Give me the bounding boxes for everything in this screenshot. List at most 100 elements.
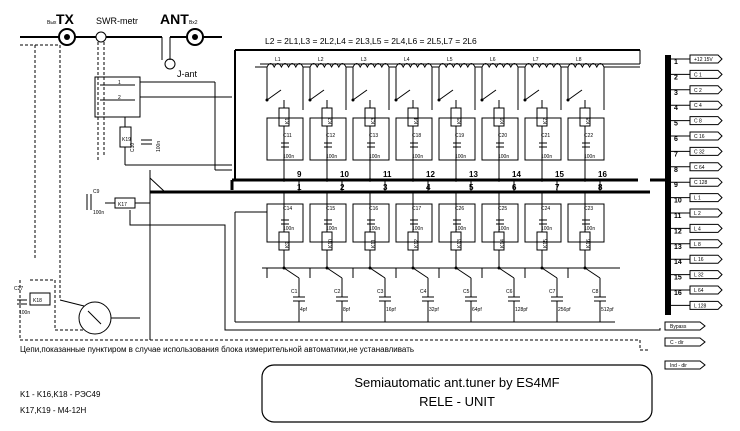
- legend-line-1: K1 - K16,K18 - РЭС49: [20, 390, 101, 399]
- connector-bar: [665, 55, 671, 315]
- inductor-label: L5: [447, 57, 453, 63]
- c10-cap: C10 100n: [130, 139, 162, 152]
- svg-text:C 4: C 4: [694, 103, 702, 109]
- lower-relay-K10: K10: [309, 231, 343, 279]
- svg-text:100n: 100n: [19, 310, 30, 316]
- svg-text:3: 3: [674, 90, 678, 97]
- svg-text:1: 1: [118, 80, 121, 86]
- capacitor-bank: C14pfC28pfC316pfC432pfC564pfC6128pfC7256…: [291, 278, 614, 322]
- svg-text:C24: C24: [541, 206, 550, 212]
- upper-number: 13: [469, 170, 478, 179]
- svg-text:100n: 100n: [326, 154, 337, 160]
- svg-text:100n: 100n: [541, 154, 552, 160]
- svg-text:9: 9: [674, 182, 678, 189]
- svg-text:C15: C15: [326, 206, 335, 212]
- upper-relay-K1: K1: [265, 89, 291, 127]
- svg-text:C4: C4: [420, 289, 427, 295]
- upper-number: 15: [555, 170, 564, 179]
- connector-pin-14: 14 L 16: [671, 254, 723, 266]
- inductor-L4: L4: [395, 57, 433, 100]
- svg-text:L 32: L 32: [694, 273, 704, 279]
- svg-text:C17: C17: [412, 206, 421, 212]
- svg-text:K6: K6: [500, 118, 506, 124]
- connector-pin-last: L 128: [671, 300, 723, 310]
- svg-text:K15: K15: [543, 239, 549, 248]
- svg-text:5: 5: [674, 121, 678, 128]
- svg-text:C3: C3: [377, 289, 384, 295]
- lower-relay-bank: C14100nK9C15100nK10C16100nK11C17100nK12C…: [235, 192, 620, 279]
- svg-text:K14: K14: [500, 239, 506, 248]
- svg-text:7: 7: [674, 151, 678, 158]
- upper-number: 11: [383, 170, 392, 179]
- c9-cap: C9 100n: [86, 189, 104, 216]
- k19-relay-block: 1 2: [94, 76, 141, 118]
- ant-tag: Вх2: [189, 20, 198, 26]
- lower-relay-K9: K9: [266, 231, 300, 279]
- svg-text:L 8: L 8: [694, 242, 701, 248]
- svg-text:100n: 100n: [412, 226, 423, 232]
- svg-text:C6: C6: [506, 289, 513, 295]
- lower-number: 8: [598, 183, 603, 192]
- svg-text:K10: K10: [328, 239, 334, 248]
- svg-text:+12 15V: +12 15V: [694, 57, 713, 63]
- title-line-1: Semiautomatic ant.tuner by ES4MF: [354, 375, 559, 390]
- inductor-L6: L6: [481, 57, 519, 100]
- svg-text:K17: K17: [118, 202, 127, 208]
- svg-text:L 16: L 16: [694, 257, 704, 263]
- svg-text:C 1: C 1: [694, 72, 702, 78]
- upper-number: 10: [340, 170, 349, 179]
- connector-pin-3: 3 C 2: [671, 85, 723, 97]
- svg-text:C19: C19: [455, 133, 464, 139]
- svg-text:K16: K16: [586, 239, 592, 248]
- svg-text:K9: K9: [285, 242, 291, 248]
- upper-relay-K3: K3: [351, 89, 377, 127]
- signal-tag-1: C - dir: [664, 337, 706, 347]
- upper-number: 12: [426, 170, 435, 179]
- svg-text:Bypass: Bypass: [670, 324, 687, 330]
- svg-text:C23: C23: [584, 206, 593, 212]
- svg-text:C 16: C 16: [694, 134, 705, 140]
- svg-text:C13: C13: [369, 133, 378, 139]
- svg-text:8: 8: [674, 167, 678, 174]
- svg-text:L 2: L 2: [694, 211, 701, 217]
- svg-text:12: 12: [674, 228, 682, 235]
- inductor-label: L3: [361, 57, 367, 63]
- ant-jack: ANT Вх2: [160, 11, 204, 46]
- svg-text:C14: C14: [283, 206, 292, 212]
- svg-text:K8: K8: [586, 118, 592, 124]
- inductor-L3: L3: [352, 57, 390, 100]
- svg-text:16pf: 16pf: [386, 307, 396, 313]
- lower-cap-C17: C17 100n: [395, 192, 433, 243]
- svg-text:14: 14: [674, 259, 682, 266]
- svg-text:64pf: 64pf: [472, 307, 482, 313]
- upper-relay-K4: K4: [394, 89, 420, 127]
- tx-tag: Вых: [47, 20, 57, 26]
- lower-relay-K14: K14: [481, 231, 515, 279]
- lower-relay-K13: K13: [438, 231, 472, 279]
- svg-text:C8: C8: [592, 289, 599, 295]
- svg-text:L 4: L 4: [694, 226, 701, 232]
- svg-text:L 64: L 64: [694, 288, 704, 294]
- svg-text:C 2: C 2: [694, 88, 702, 94]
- svg-text:100n: 100n: [369, 226, 380, 232]
- lower-relay-K11: K11: [352, 231, 386, 279]
- inductor-L5: L5: [438, 57, 476, 100]
- lower-number: 6: [512, 183, 517, 192]
- inductor-L1: L1: [266, 57, 304, 100]
- svg-text:4: 4: [674, 105, 678, 112]
- svg-text:C27: C27: [14, 286, 23, 292]
- svg-text:K7: K7: [543, 118, 549, 124]
